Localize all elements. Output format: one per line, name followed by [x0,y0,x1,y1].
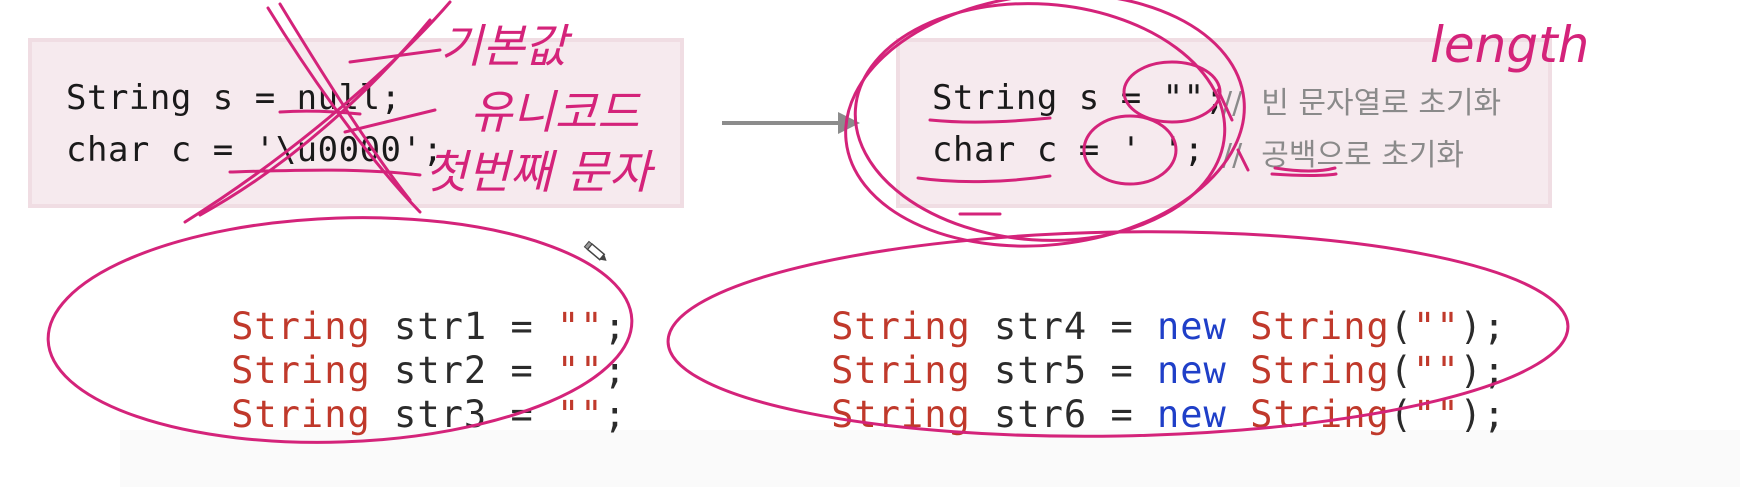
left-panel-line-1: String s = null; [66,78,402,118]
type-keyword: String [231,393,371,436]
right-arrow-icon [722,112,860,134]
right-code-line-3: String str6 = new String(""); [831,393,1507,436]
constructor-name: String [1250,393,1390,436]
left-code-line-3: String str3 = ""; [231,393,627,436]
new-keyword: new [1157,393,1227,436]
left-default-values-panel [28,38,684,208]
right-panel-line-1: String s = ""; [932,78,1226,118]
right-initialized-values-panel [896,38,1552,208]
string-literal: "" [557,393,604,436]
left-panel-line-2: char c = '\u0000'; [66,130,444,170]
pencil-cursor-icon [583,240,607,261]
right-panel-line-2: char c = ' '; [932,130,1205,170]
type-keyword: String [831,393,971,436]
right-panel-comment-2: // 공백으로 초기화 [1222,138,1465,173]
right-panel-comment-1: // 빈 문자열로 초기화 [1222,86,1502,121]
variable-name: str6 [994,393,1088,436]
string-literal: "" [1413,393,1460,436]
variable-name: str3 [394,393,488,436]
